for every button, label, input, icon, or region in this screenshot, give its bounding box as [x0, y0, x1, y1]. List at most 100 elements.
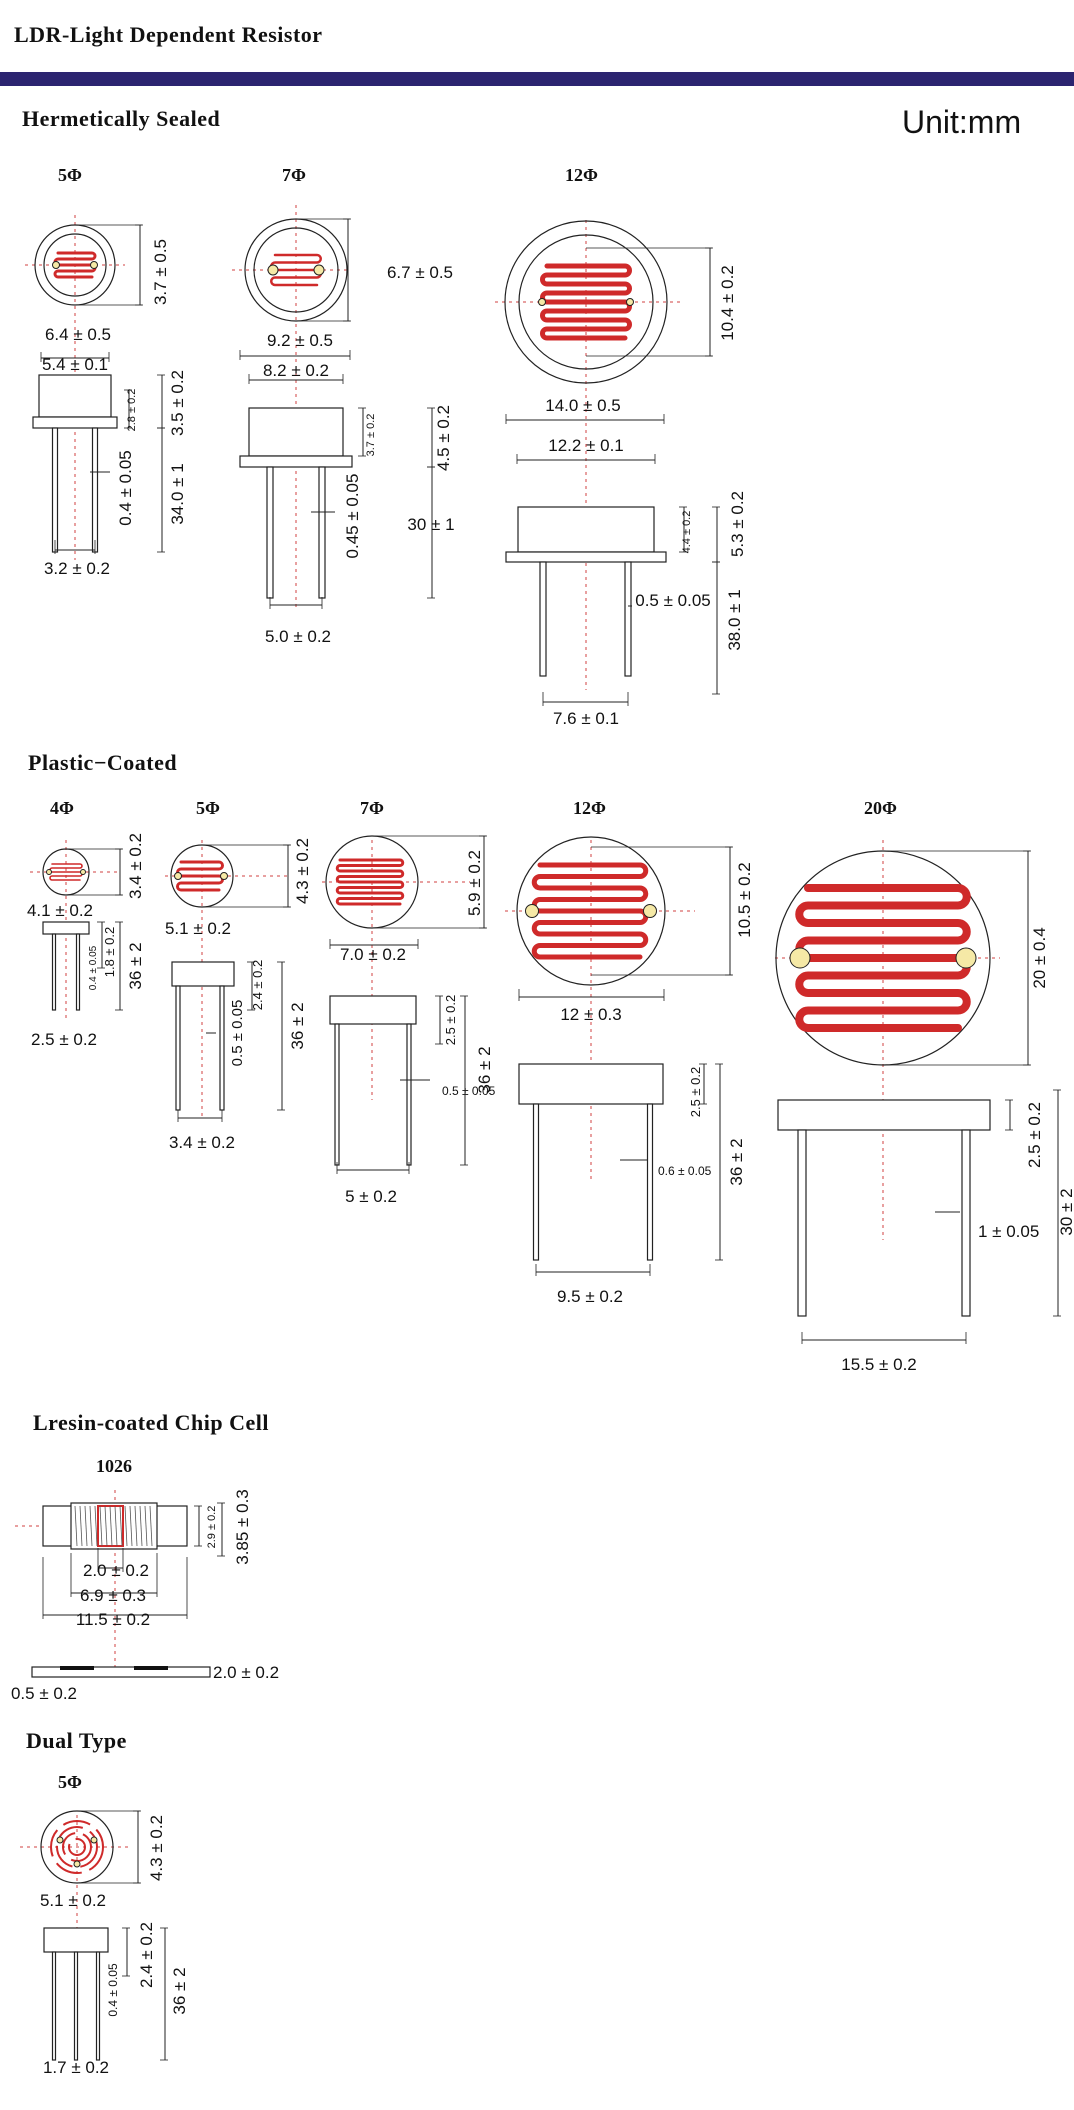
lead-wire: [961, 1129, 971, 1317]
chip-texture: [104, 1505, 108, 1547]
dimension-label: 5.3 ± 0.2: [728, 491, 747, 557]
dimension-label: 4.4 ± 0.2: [681, 511, 693, 554]
lead-wire: [266, 466, 274, 599]
dimension-label: 3.7 ± 0.2: [365, 414, 377, 457]
sensor-trace: [176, 860, 224, 892]
resin-body: [329, 995, 417, 1025]
model-label-h5: 5Φ: [58, 165, 82, 185]
dimension-label: 3.2 ± 0.2: [44, 559, 110, 578]
dimension-label: 0.45 ± 0.05: [343, 474, 362, 559]
can-body: [248, 407, 344, 457]
sensor-trace: [795, 884, 971, 1032]
dimension-label: 12 ± 0.3: [560, 1005, 621, 1024]
lead-wire: [51, 933, 57, 1011]
outer-ring: [504, 220, 668, 384]
dimension-label: 2.4 ± 0.2: [137, 1922, 156, 1988]
electrode-pad: [220, 872, 228, 880]
can-flange: [239, 455, 353, 468]
lead-wire: [51, 427, 59, 553]
lead-wire: [75, 933, 81, 1011]
model-label-p5: 5Φ: [196, 798, 220, 818]
dimension-label: 0.4 ± 0.05: [88, 945, 99, 990]
dimension-label: 1.7 ± 0.2: [43, 2058, 109, 2077]
chip-texture: [109, 1505, 113, 1547]
lead-wire: [175, 985, 181, 1111]
can-flange: [505, 551, 667, 563]
dimension-label: 10.5 ± 0.2: [735, 862, 754, 938]
chip-texture: [144, 1505, 148, 1547]
dimension-label: 4.1 ± 0.2: [27, 901, 93, 920]
electrode-pad: [46, 869, 52, 875]
chip-texture: [149, 1505, 153, 1547]
dimension-label: 0.5 ± 0.2: [11, 1684, 77, 1703]
dimension-label: 38.0 ± 1: [725, 589, 744, 650]
chip-texture: [74, 1505, 78, 1547]
model-label-1026: 1026: [96, 1456, 132, 1476]
chip-contact: [60, 1666, 94, 1670]
section-title-chip: Lresin-coated Chip Cell: [33, 1410, 269, 1435]
lead-wire: [95, 1951, 101, 2061]
header-bar: [0, 72, 1074, 86]
dimension-label: 8.2 ± 0.2: [263, 361, 329, 380]
sensor-trace: [50, 1820, 104, 1874]
model-label-h12: 12Φ: [565, 165, 598, 185]
sensor-trace: [335, 858, 405, 906]
dimension-label: 3.7 ± 0.5: [151, 239, 170, 305]
dimension-label: 1 ± 0.05: [978, 1222, 1039, 1241]
lead-wire: [318, 466, 326, 599]
electrode-pad: [626, 298, 634, 306]
dimension-label: 0.5 ± 0.05: [635, 591, 711, 610]
dimension-label: 36 ± 2: [288, 1002, 307, 1049]
dimension-label: 7.6 ± 0.1: [553, 709, 619, 728]
dimension-label: 3.4 ± 0.2: [126, 833, 145, 899]
dimension-label: 11.5 ± 0.2: [76, 1610, 150, 1629]
dimension-label: 5.0 ± 0.2: [265, 627, 331, 646]
dimension-label: 30 ± 1: [407, 515, 454, 534]
dimension-label: 14.0 ± 0.5: [545, 396, 621, 415]
lead-wire: [91, 427, 99, 553]
dimension-label: 6.9 ± 0.3: [80, 1586, 146, 1605]
dimension-label: 0.6 ± 0.05: [658, 1164, 712, 1178]
sensor-trace: [540, 263, 632, 341]
dimension-label: 2.5 ± 0.2: [443, 995, 458, 1046]
lead-wire: [646, 1103, 654, 1261]
lead-wire: [51, 1951, 57, 2061]
dimension-label: 2.9 ± 0.2: [206, 1506, 218, 1549]
model-label-h7: 7Φ: [282, 165, 306, 185]
dimension-label: 2.4 ± 0.2: [250, 960, 265, 1011]
electrode-pad: [955, 947, 977, 969]
chip-texture: [79, 1505, 83, 1547]
dimension-label: 4.3 ± 0.2: [147, 1815, 166, 1881]
model-label-dual5: 5Φ: [58, 1772, 82, 1792]
dimension-label: 36 ± 2: [727, 1138, 746, 1185]
dimension-label: 3.85 ± 0.3: [233, 1489, 252, 1565]
chip-texture: [119, 1505, 123, 1547]
electrode-pad: [90, 261, 98, 269]
unit-label: Unit:mm: [902, 104, 1022, 140]
page-header: LDR-Light Dependent Resistor: [0, 0, 1074, 72]
dimension-label: 4.3 ± 0.2: [293, 838, 312, 904]
electrode-pad: [52, 261, 60, 269]
dimension-label: 0.5 ± 0.05: [442, 1084, 496, 1098]
dimension-label: 20 ± 0.4: [1030, 927, 1049, 988]
chip-texture: [84, 1505, 88, 1547]
sensor-trace: [68, 1838, 86, 1856]
resin-body: [43, 1927, 109, 1953]
dimension-label: 2.5 ± 0.2: [31, 1030, 97, 1049]
dimension-label: 30 ± 2: [1057, 1188, 1074, 1235]
dimension-label: 2.0 ± 0.2: [213, 1663, 279, 1682]
electrode-pad: [56, 1836, 64, 1844]
electrode-pad: [313, 264, 325, 276]
lead-wire: [219, 985, 225, 1111]
dimension-label: 5.1 ± 0.2: [40, 1891, 106, 1910]
sensor-trace: [270, 253, 322, 287]
can-body: [38, 374, 112, 418]
chip-texture: [129, 1505, 133, 1547]
electrode-pad: [267, 264, 279, 276]
dimension-label: 5.4 ± 0.1: [42, 355, 108, 374]
dimension-label: 36 ± 2: [170, 1967, 189, 2014]
cell-face: [516, 836, 666, 986]
chip-texture: [89, 1505, 93, 1547]
lead-wire: [539, 561, 547, 677]
